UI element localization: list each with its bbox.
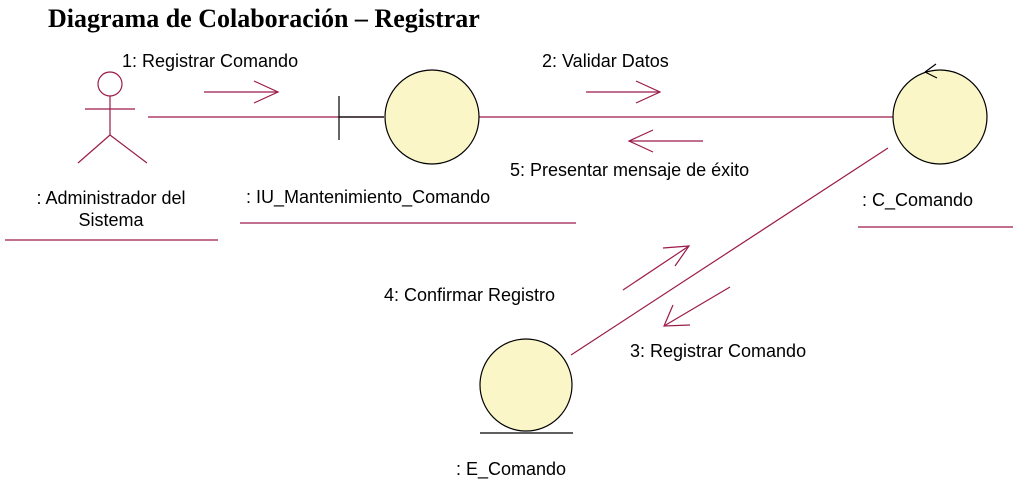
message-4-label: 4: Confirmar Registro: [384, 285, 556, 305]
boundary-name: : IU_Mantenimiento_Comando: [246, 187, 491, 207]
arrow-msg1-icon: [204, 80, 280, 104]
link-control-entity[interactable]: [570, 147, 889, 356]
arrow-msg5-icon: [627, 129, 703, 153]
control-object-icon[interactable]: [892, 63, 988, 165]
actor-name: : Administrador del Sistema: [0, 187, 222, 231]
boundary-object-icon[interactable]: [338, 69, 480, 165]
arrow-msg3-icon: [663, 286, 731, 327]
message-5-label: 5: Presentar mensaje de éxito: [510, 160, 750, 180]
actor-name-line1: : Administrador del: [36, 188, 186, 208]
actor-name-line2: Sistema: [78, 210, 144, 230]
message-2-label: 2: Validar Datos: [542, 51, 669, 71]
arrow-msg2-icon: [586, 80, 662, 104]
actor-icon[interactable]: [77, 71, 148, 164]
arrow-msg4-icon: [622, 245, 691, 291]
control-name: : C_Comando: [862, 190, 974, 210]
entity-object-icon[interactable]: [479, 338, 573, 434]
entity-name: : E_Comando: [456, 459, 567, 479]
diagram-title: Diagrama de Colaboración – Registrar: [48, 4, 480, 33]
message-3-label: 3: Registrar Comando: [630, 341, 807, 361]
message-1-label: 1: Registrar Comando: [122, 51, 299, 71]
